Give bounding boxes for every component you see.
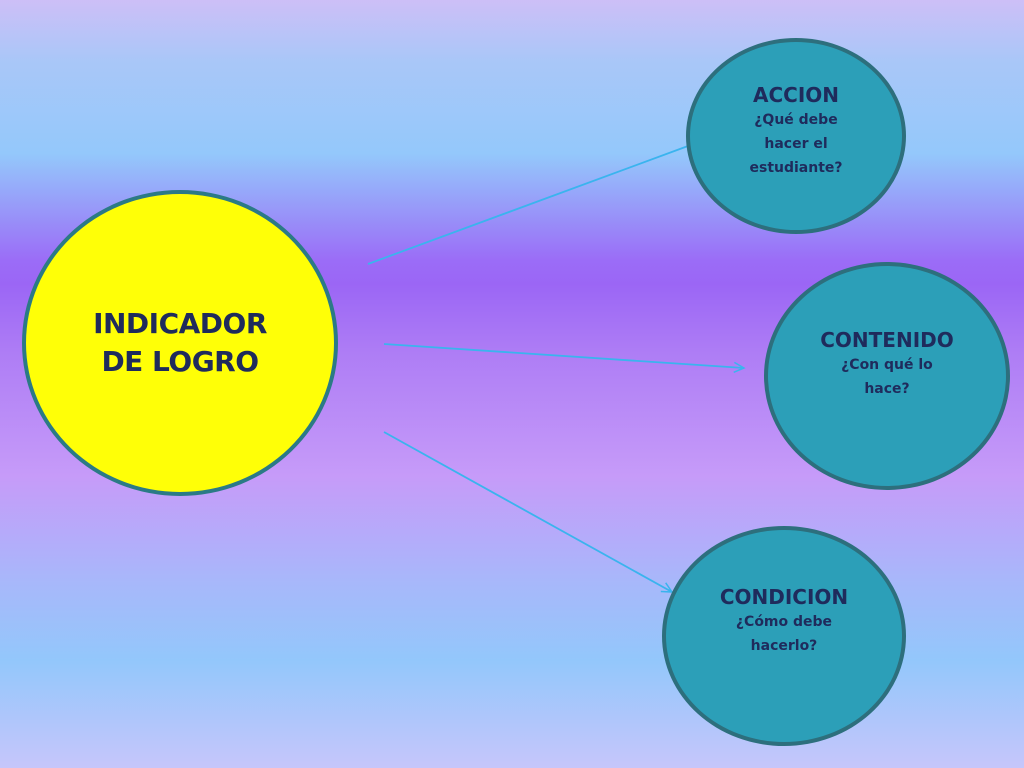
contenido-title: CONTENIDO <box>820 328 954 352</box>
accion-question: ¿Qué debe hacer el estudiante? <box>749 112 843 176</box>
connector-contenido <box>383 343 746 374</box>
contenido-node: CONTENIDO ¿Con qué lo hace? <box>764 262 1010 490</box>
condicion-title: CONDICION <box>719 585 849 609</box>
accion-node: ACCION ¿Qué debe hacer el estudiante? <box>686 38 906 234</box>
indicador-de-logro-node: INDICADOR DE LOGRO <box>22 190 338 496</box>
accion-title: ACCION <box>752 83 839 107</box>
condicion-node: CONDICION ¿Cómo debe hacerlo? <box>662 526 906 746</box>
contenido-question: ¿Con qué lo hace? <box>841 357 933 397</box>
connector-condicion <box>383 431 674 593</box>
indicador-de-logro-label: INDICADOR DE LOGRO <box>93 307 267 378</box>
connector-accion <box>367 145 689 265</box>
condicion-question: ¿Cómo debe hacerlo? <box>735 614 833 654</box>
